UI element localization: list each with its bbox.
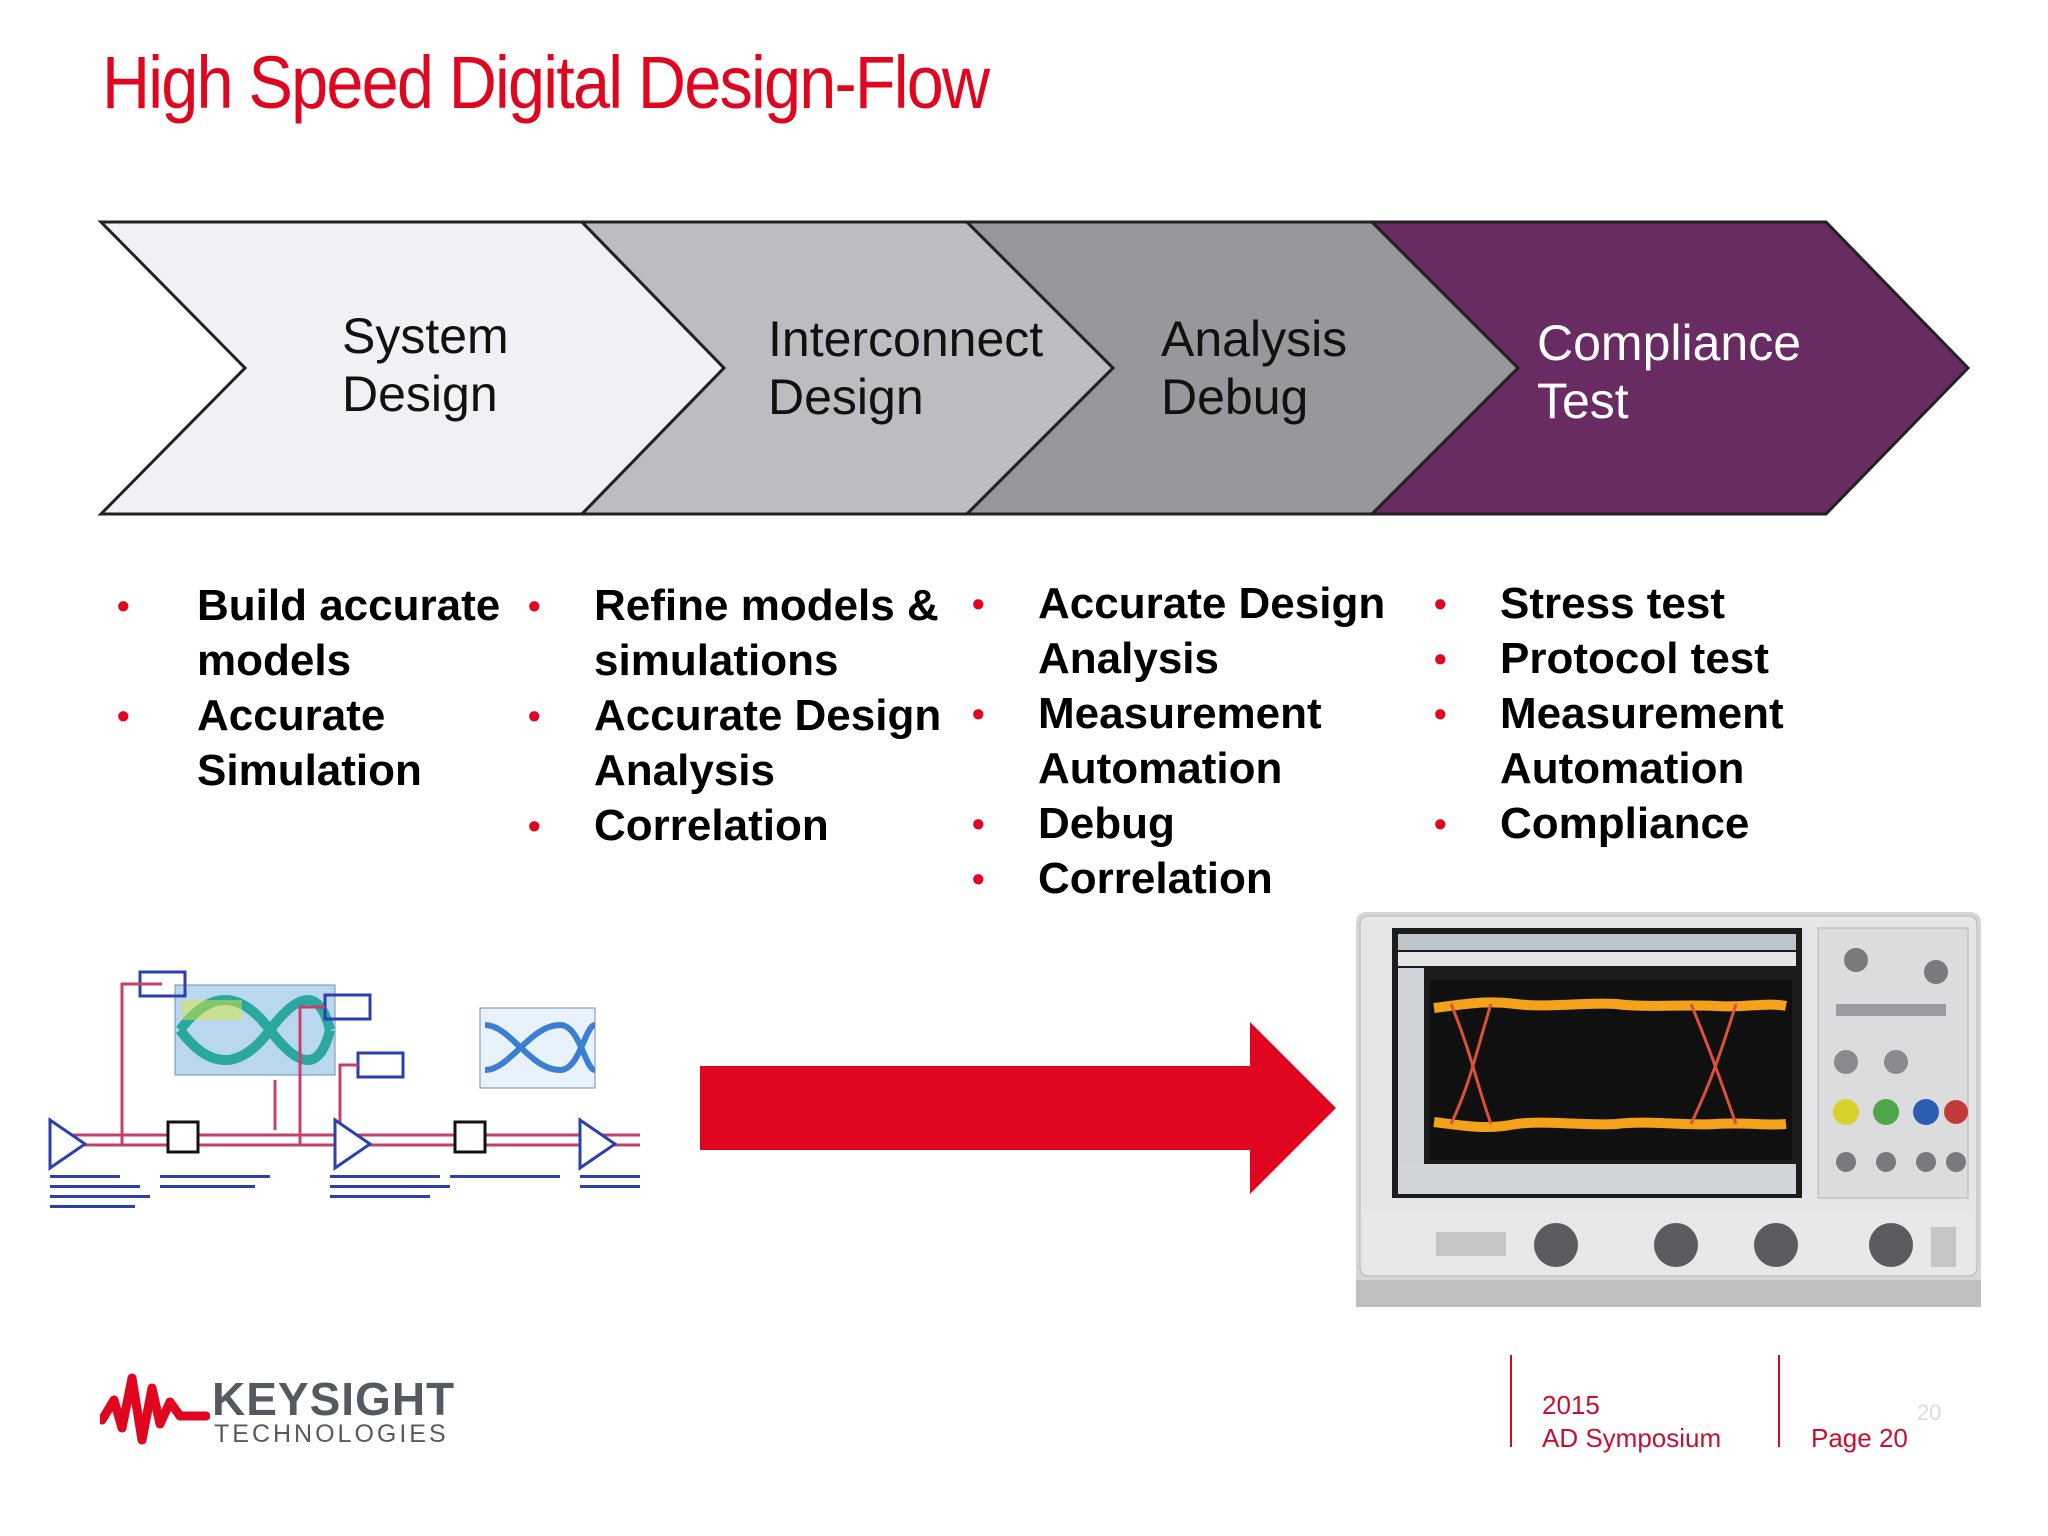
list-item: •Protocol test: [1434, 634, 1769, 683]
page-title: High Speed Digital Design-Flow: [102, 41, 990, 124]
list-item: •Compliance: [1434, 799, 1750, 848]
list-item: •Debug: [972, 799, 1175, 848]
brand-name: KEYSIGHT: [212, 1373, 456, 1425]
list-item: •Accurate Design Analysis: [972, 579, 1386, 683]
bullet-list-system-design: •Build accurate models •Accurate Simulat…: [117, 578, 537, 798]
list-item: •Accurate Simulation: [117, 691, 422, 795]
list-item: •Measurement Automation: [972, 689, 1322, 793]
footer-page-number: 20: [1917, 1400, 1942, 1425]
list-item: •Refine models & simulations: [528, 581, 939, 685]
footer-event: AD Symposium: [1542, 1423, 1722, 1453]
bullet-list-interconnect-design: •Refine models & simulations •Accurate D…: [528, 578, 974, 853]
list-item: •Correlation: [528, 801, 829, 850]
keysight-logo-icon: [100, 1373, 210, 1445]
list-item: •Accurate Design Analysis: [528, 691, 942, 795]
oscilloscope-image: [1356, 912, 1981, 1307]
footer-divider: [1778, 1355, 1780, 1447]
footer-page-label: Page 20: [1811, 1423, 1908, 1453]
footer-year: 2015: [1542, 1390, 1600, 1420]
bullet-list-analysis-debug: •Accurate Design Analysis •Measurement A…: [972, 576, 1418, 906]
list-item: •Stress test: [1434, 579, 1726, 628]
list-item: •Measurement Automation: [1434, 689, 1784, 793]
design-flow-chevrons: [97, 220, 1971, 516]
brand-subtitle: TECHNOLOGIES: [214, 1420, 449, 1448]
schematic-image: [40, 930, 650, 1250]
footer-divider: [1510, 1355, 1512, 1447]
arrow-right-icon: [700, 1022, 1336, 1194]
chevron-compliance-test: [1368, 220, 1971, 516]
bullet-list-compliance-test: •Stress test •Protocol test •Measurement…: [1434, 576, 1820, 851]
list-item: •Build accurate models: [117, 581, 501, 685]
list-item: •Correlation: [972, 854, 1273, 903]
